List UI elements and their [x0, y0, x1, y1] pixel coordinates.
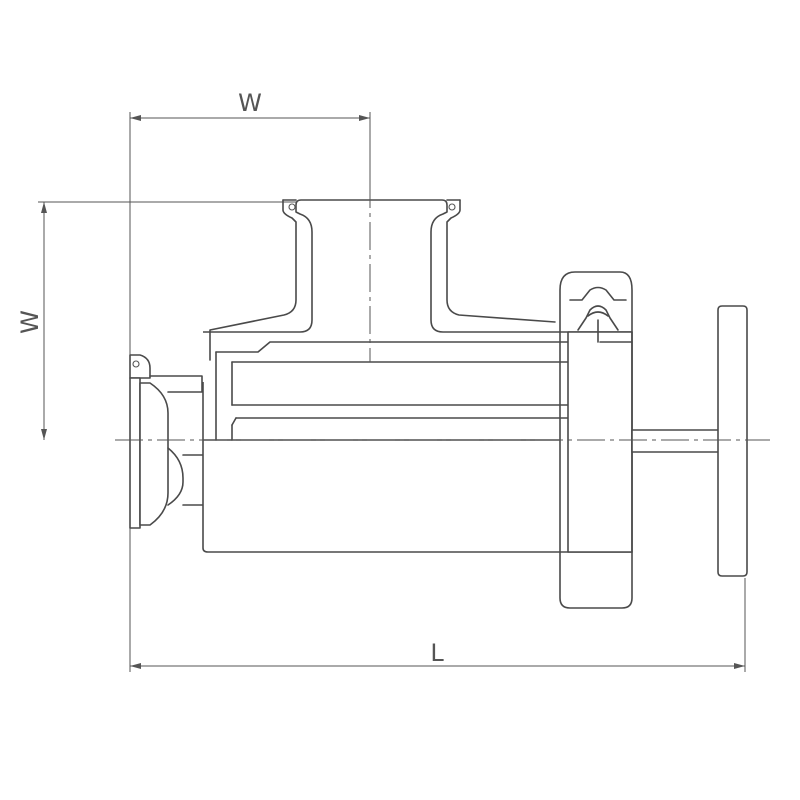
top-outlet-port [209, 199, 556, 361]
dimension-left-w: W [16, 201, 300, 440]
center-lines [115, 180, 770, 441]
dimension-bottom-l-label: L [430, 639, 444, 667]
right-cover-assembly [559, 271, 633, 609]
dimension-top-w-label: W [238, 89, 262, 117]
dimension-left-w-label: W [16, 310, 44, 334]
main-body [202, 199, 561, 553]
left-clamp-ferrule [129, 354, 204, 529]
dimension-bottom-l: L [129, 520, 746, 672]
hand-wheel [717, 305, 748, 577]
